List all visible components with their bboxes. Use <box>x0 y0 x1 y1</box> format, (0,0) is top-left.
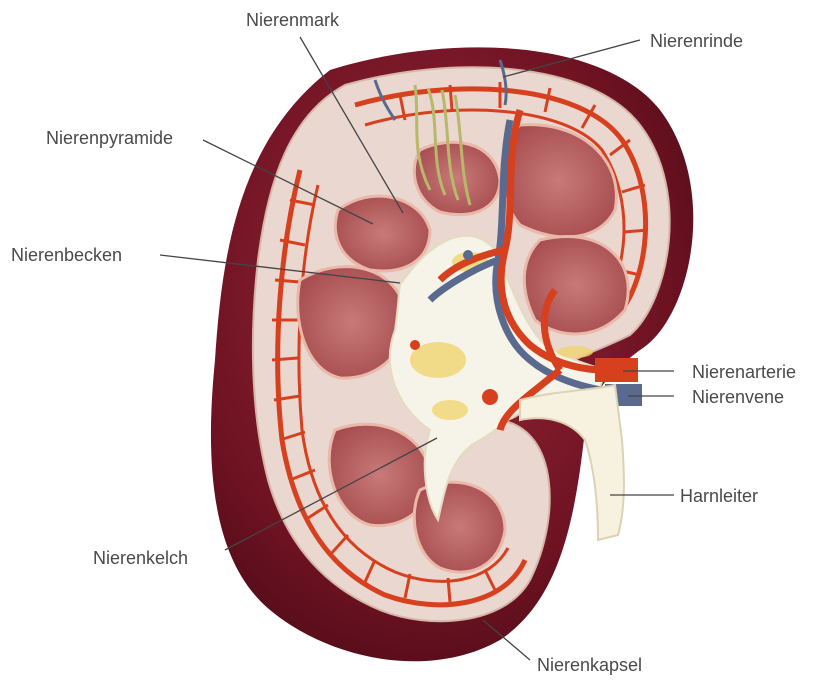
label-nierenarterie: Nierenarterie <box>692 362 796 382</box>
label-nierenrinde: Nierenrinde <box>650 31 743 51</box>
label-harnleiter: Harnleiter <box>680 486 758 506</box>
label-nierenbecken: Nierenbecken <box>11 245 122 265</box>
label-nierenkelch: Nierenkelch <box>93 548 188 568</box>
renal-artery-stub <box>595 358 638 382</box>
label-nierenkapsel: Nierenkapsel <box>537 655 642 675</box>
label-nierenpyramide: Nierenpyramide <box>46 128 173 148</box>
label-nierenmark: Nierenmark <box>246 10 339 30</box>
label-nierenvene: Nierenvene <box>692 387 784 407</box>
vessel-cross-section <box>482 389 498 405</box>
